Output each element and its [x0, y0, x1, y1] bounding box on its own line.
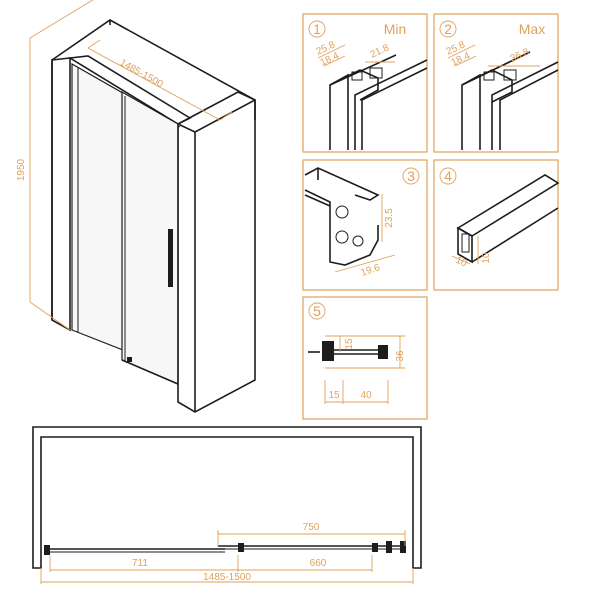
- detail-2-max: 2 Max 25.8 18.4 36.8: [433, 13, 559, 153]
- plan-total-dim: 1485-1500: [203, 572, 251, 583]
- detail-4: 4 10 10: [433, 159, 560, 291]
- plan-top-dim: 750: [303, 522, 320, 533]
- detail-1-min: 1 Min 25.8 18.4 21.8: [302, 13, 428, 153]
- detail-1-number: 1: [313, 21, 321, 37]
- detail-1-label: Min: [384, 21, 407, 37]
- main-view: 1950 1485-1500: [16, 0, 256, 413]
- detail-5-dim-c: 15: [328, 390, 340, 401]
- detail-2-label: Max: [519, 21, 545, 37]
- door-handle: [168, 229, 173, 287]
- detail-4-number: 4: [444, 168, 452, 184]
- detail-5: 5 15 36 15 40: [302, 296, 428, 420]
- detail-5-dim-d: 40: [360, 390, 372, 401]
- height-dim: 1950: [16, 158, 27, 181]
- detail-4-dim-b: 10: [481, 252, 492, 264]
- plan-view: 750 711 660 1485-1500: [32, 426, 422, 584]
- detail-5-dim-b: 36: [395, 350, 406, 362]
- detail-3-number: 3: [407, 168, 415, 184]
- detail-4-dim-a: 10: [454, 255, 469, 270]
- detail-2-number: 2: [444, 21, 452, 37]
- detail-5-number: 5: [313, 303, 321, 319]
- width-dim: 1485-1500: [118, 57, 166, 90]
- detail-5-dim-a: 15: [344, 338, 355, 350]
- fixed-glass-panel: [71, 62, 129, 353]
- plan-left-dim: 711: [132, 558, 148, 569]
- detail-3-dim-a: 23.5: [384, 208, 395, 228]
- detail-3: 3 23.5 19.6: [302, 159, 428, 291]
- plan-right-dim: 660: [310, 558, 327, 569]
